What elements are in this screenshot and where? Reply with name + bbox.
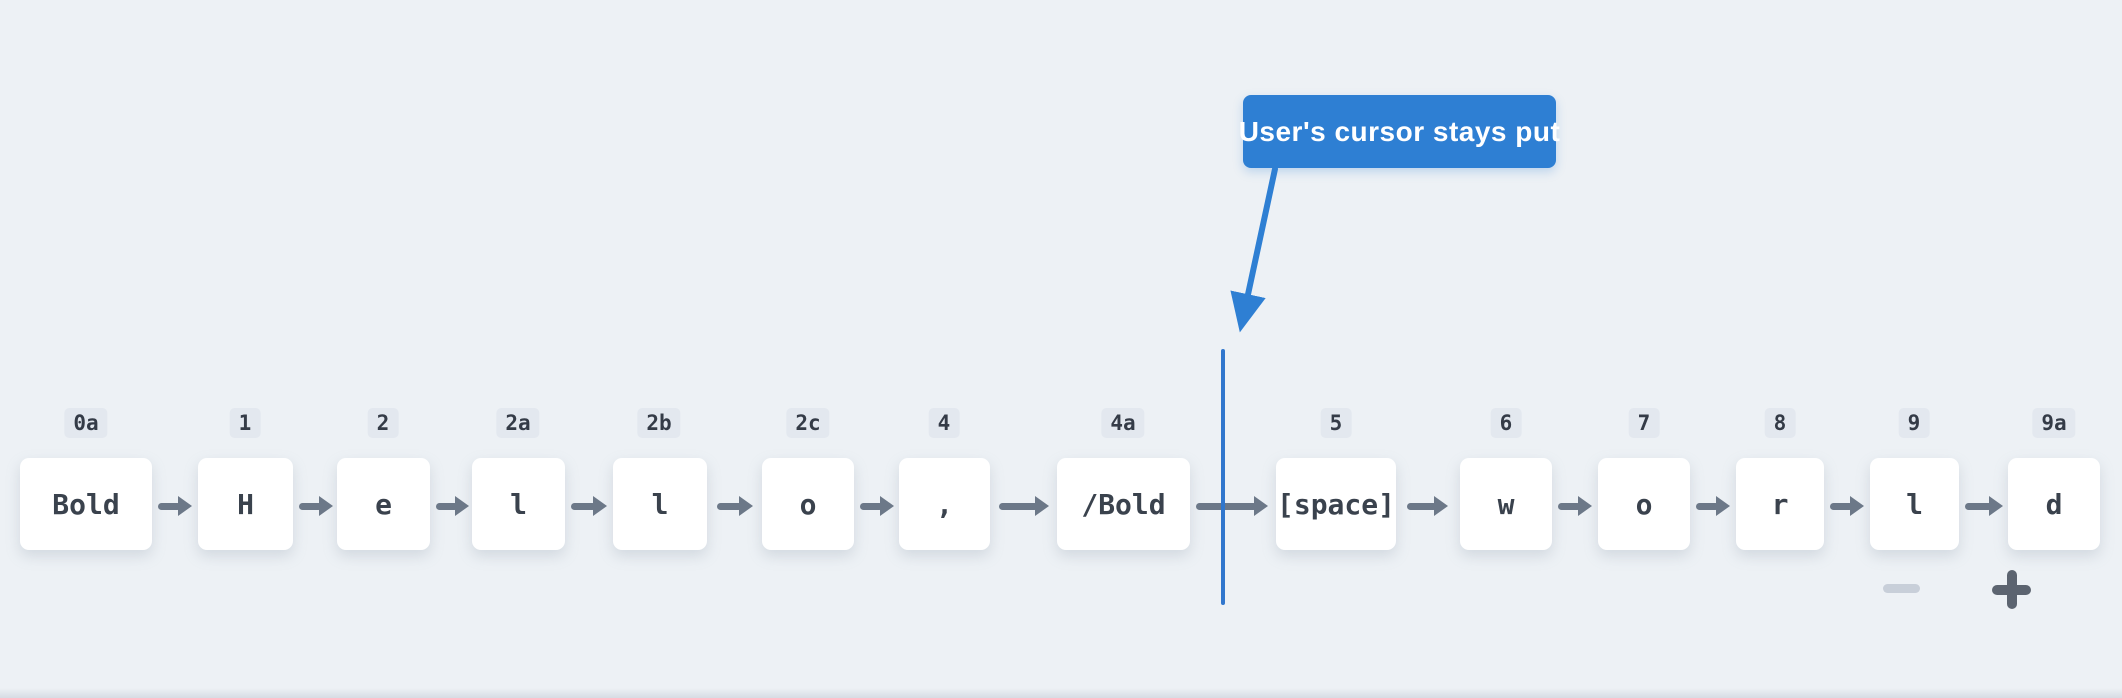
right-arrow-icon bbox=[1696, 496, 1730, 516]
right-arrow-icon bbox=[1407, 496, 1448, 516]
step-badge: 4 bbox=[928, 408, 960, 438]
token-box: o bbox=[762, 458, 854, 550]
token-box: l bbox=[613, 458, 707, 550]
bottom-edge-shade bbox=[0, 688, 2122, 698]
tooltip-pointer-arrow-icon bbox=[1230, 166, 1278, 333]
right-arrow-icon bbox=[436, 496, 469, 516]
step-badge: 2a bbox=[496, 408, 540, 438]
token-box: [space] bbox=[1276, 458, 1396, 550]
right-arrow-icon bbox=[571, 496, 607, 516]
step-badge: 1 bbox=[229, 408, 261, 438]
right-arrow-icon bbox=[1965, 496, 2003, 516]
plus-icon bbox=[2006, 570, 2017, 609]
right-arrow-icon bbox=[999, 496, 1049, 516]
zoom-out-button[interactable] bbox=[1883, 584, 1920, 593]
token-box: Bold bbox=[20, 458, 152, 550]
step-badge: 2 bbox=[367, 408, 399, 438]
token-box: H bbox=[198, 458, 293, 550]
token-box: r bbox=[1736, 458, 1824, 550]
right-arrow-icon bbox=[860, 496, 894, 516]
token-box: /Bold bbox=[1057, 458, 1190, 550]
step-badge: 2b bbox=[637, 408, 681, 438]
right-arrow-icon bbox=[1558, 496, 1592, 516]
step-badge: 8 bbox=[1764, 408, 1796, 438]
right-arrow-icon bbox=[158, 496, 192, 516]
step-badge: 9 bbox=[1898, 408, 1930, 438]
step-badge: 6 bbox=[1490, 408, 1522, 438]
right-arrow-icon bbox=[717, 496, 753, 516]
user-cursor-line bbox=[1221, 349, 1225, 605]
token-box: , bbox=[899, 458, 990, 550]
step-badge: 7 bbox=[1628, 408, 1660, 438]
right-arrow-icon bbox=[299, 496, 333, 516]
right-arrow-icon bbox=[1196, 496, 1268, 516]
cursor-tooltip: User's cursor stays put bbox=[1239, 95, 1560, 168]
step-badge: 5 bbox=[1320, 408, 1352, 438]
token-box: o bbox=[1598, 458, 1690, 550]
step-badge: 0a bbox=[64, 408, 108, 438]
tooltip-text: User's cursor stays put bbox=[1238, 115, 1561, 147]
step-badge: 4a bbox=[1101, 408, 1145, 438]
token-box: l bbox=[472, 458, 565, 550]
step-badge: 9a bbox=[2032, 408, 2076, 438]
step-badge: 2c bbox=[786, 408, 830, 438]
token-box: d bbox=[2008, 458, 2100, 550]
token-box: l bbox=[1870, 458, 1959, 550]
token-box: w bbox=[1460, 458, 1552, 550]
token-box: e bbox=[337, 458, 430, 550]
right-arrow-icon bbox=[1830, 496, 1864, 516]
zoom-in-button[interactable] bbox=[1992, 570, 2031, 609]
